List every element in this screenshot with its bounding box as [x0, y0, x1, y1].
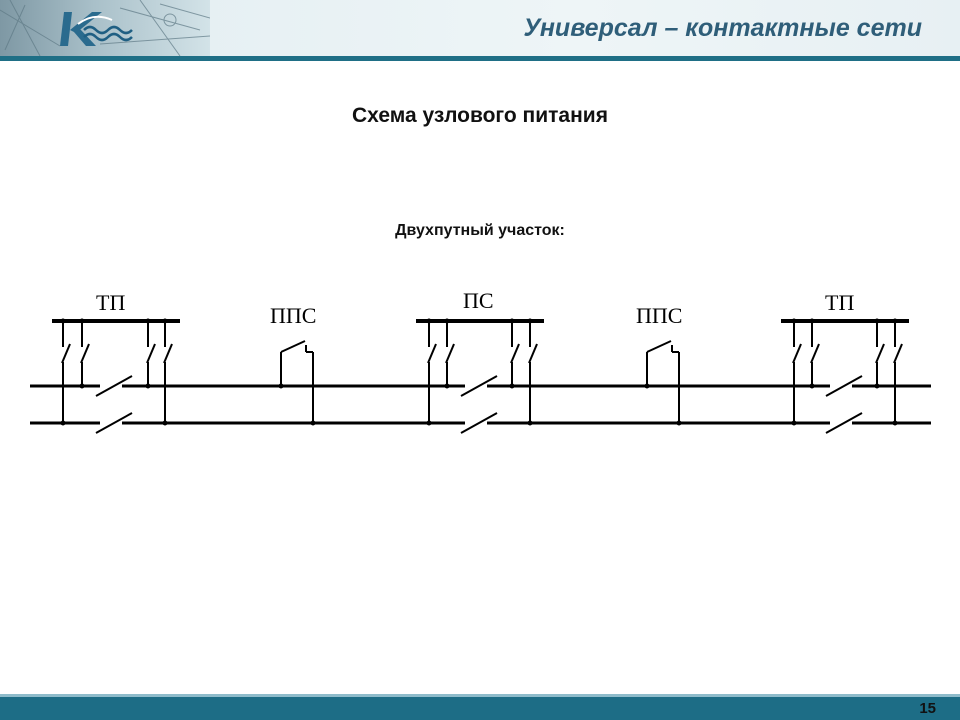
- slide-footer: 15: [0, 694, 960, 720]
- company-logo-icon: [0, 0, 210, 56]
- header-title: Универсал – контактные сети: [523, 14, 922, 42]
- substation-tp-left: [52, 319, 180, 434]
- slide-subtitle: Двухпутный участок:: [395, 222, 565, 239]
- page-number: 15: [919, 700, 936, 717]
- label-tp-left: ТП: [96, 290, 125, 315]
- substation-ps-center: [416, 319, 544, 434]
- label-ps-center: ПС: [463, 288, 494, 313]
- label-tp-right: ТП: [825, 290, 854, 315]
- slide-header: Универсал – контактные сети: [0, 0, 960, 56]
- feeding-scheme-diagram: ТП ППС ПС: [30, 288, 931, 434]
- slide-title: Схема узлового питания: [352, 104, 608, 127]
- post-pps-left: [280, 340, 314, 423]
- label-pps-left: ППС: [270, 303, 316, 328]
- post-pps-right: [646, 340, 680, 423]
- substation-tp-right: [781, 319, 909, 434]
- logo-banner: [0, 0, 210, 56]
- label-pps-right: ППС: [636, 303, 682, 328]
- header-divider: [0, 56, 960, 61]
